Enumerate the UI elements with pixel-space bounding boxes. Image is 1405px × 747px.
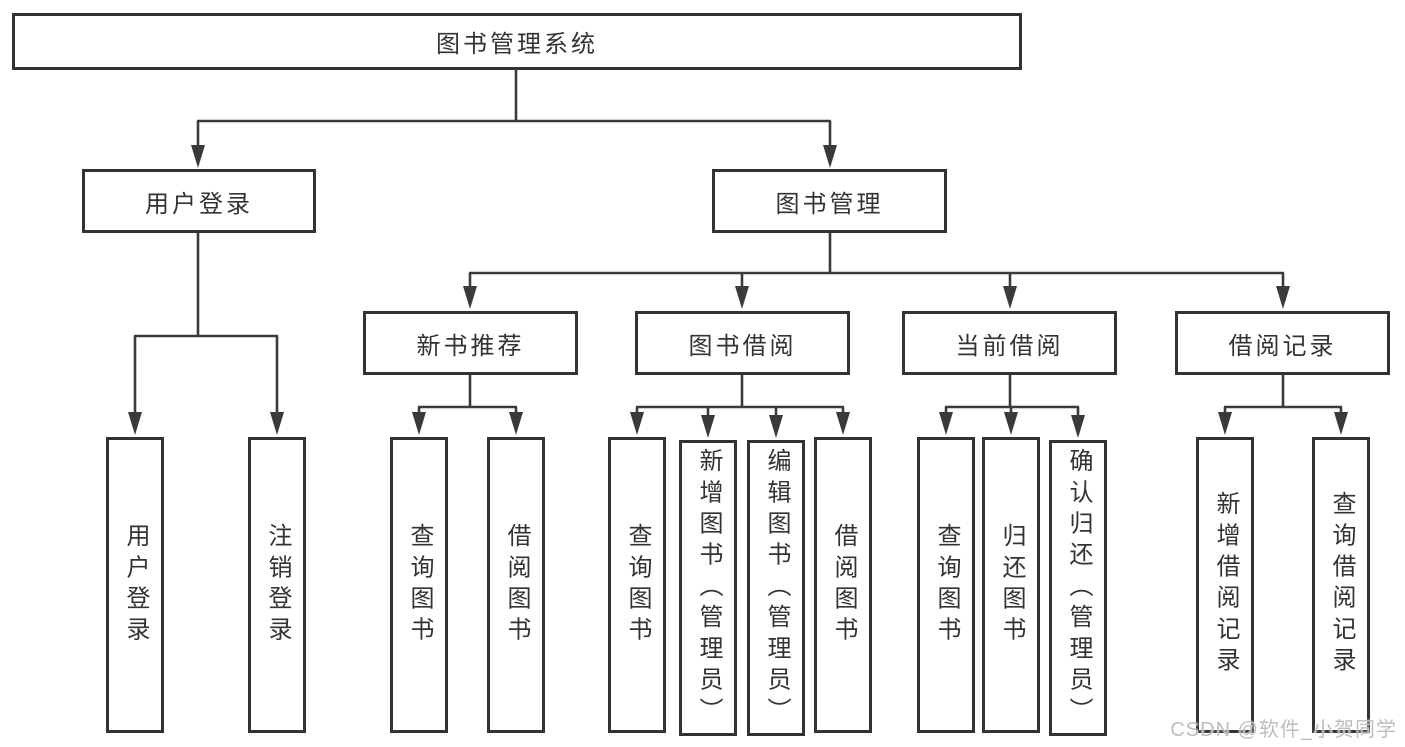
- node-label: 当前借阅: [955, 332, 1064, 360]
- node-label: 新增图书（管理员）: [695, 447, 722, 729]
- node-label: 查询图书: [406, 522, 433, 648]
- node-book-borrowing: 图书借阅: [635, 311, 850, 375]
- leaf-add-borrow-record: 新增借阅记录: [1196, 437, 1254, 733]
- node-label: 注销登录: [264, 522, 291, 648]
- node-new-book-recommendation: 新书推荐: [363, 311, 578, 375]
- leaf-borrow-books-recommend: 借阅图书: [487, 437, 545, 733]
- node-label: 图书借阅: [688, 332, 797, 360]
- node-library-management-system: 图书管理系统: [12, 13, 1022, 70]
- leaf-query-books-recommend: 查询图书: [390, 437, 448, 733]
- node-label: 查询借阅记录: [1328, 491, 1355, 679]
- node-label: 借阅图书: [830, 522, 857, 648]
- node-label: 归还图书: [998, 522, 1025, 648]
- node-borrowing-records: 借阅记录: [1175, 311, 1390, 375]
- leaf-edit-books-admin: 编辑图书（管理员）: [747, 440, 805, 736]
- node-label: 查询图书: [933, 522, 960, 648]
- node-label: 新增借阅记录: [1212, 491, 1239, 679]
- node-label: 借阅记录: [1228, 332, 1337, 360]
- node-label: 图书管理系统: [436, 31, 598, 58]
- leaf-return-books: 归还图书: [982, 437, 1040, 733]
- leaf-borrow-books: 借阅图书: [814, 437, 872, 733]
- arrowheads: [128, 145, 1348, 438]
- leaf-logout: 注销登录: [248, 437, 306, 733]
- node-label: 新书推荐: [416, 332, 525, 360]
- csdn-watermark: CSDN @软件_小贺同学: [1170, 719, 1397, 741]
- leaf-add-books-admin: 新增图书（管理员）: [679, 440, 737, 736]
- node-current-borrowing: 当前借阅: [902, 311, 1117, 375]
- node-label: 用户登录: [122, 522, 149, 648]
- node-label: 确认归还（管理员）: [1065, 447, 1092, 729]
- node-label: 编辑图书（管理员）: [763, 447, 790, 729]
- leaf-query-borrow-record: 查询借阅记录: [1312, 437, 1370, 733]
- node-label: 借阅图书: [503, 522, 530, 648]
- leaf-query-books-borrow: 查询图书: [608, 437, 666, 733]
- node-label: 用户登录: [145, 190, 253, 218]
- node-user-login: 用户登录: [82, 169, 316, 233]
- node-label: 查询图书: [624, 522, 651, 648]
- leaf-user-login: 用户登录: [106, 437, 164, 733]
- node-book-management: 图书管理: [712, 169, 947, 233]
- leaf-confirm-return-admin: 确认归还（管理员）: [1049, 440, 1107, 736]
- leaf-query-books-current: 查询图书: [917, 437, 975, 733]
- node-label: 图书管理: [775, 190, 884, 218]
